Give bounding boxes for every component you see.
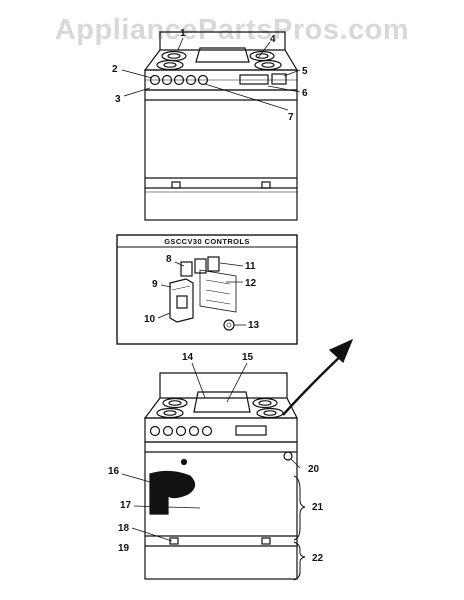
callout-20: 20	[308, 464, 320, 475]
control-knob	[175, 425, 187, 437]
arrow-head-icon	[328, 338, 354, 364]
callout-16: 16	[108, 466, 120, 477]
callout-18: 18	[118, 523, 130, 534]
control-knob	[201, 425, 213, 437]
callout-2: 2	[112, 64, 118, 75]
callout-7: 7	[288, 112, 294, 123]
control-knob	[149, 74, 161, 86]
burner-icon	[256, 407, 284, 419]
callout-5: 5	[302, 66, 308, 77]
control-knob	[162, 425, 174, 437]
callout-6: 6	[302, 88, 308, 99]
burner-icon	[252, 397, 278, 409]
callout-4: 4	[270, 34, 276, 45]
burner-icon	[261, 62, 275, 68]
control-knob	[161, 74, 173, 86]
callout-8: 8	[166, 254, 172, 265]
controls-panel-title: GSCCV30 CONTROLS	[164, 237, 250, 246]
burner-icon	[163, 410, 177, 416]
callout-12: 12	[245, 278, 257, 289]
controls-panel	[116, 234, 298, 345]
callout-10: 10	[144, 314, 156, 325]
burner-icon	[162, 397, 188, 409]
control-knob	[173, 74, 185, 86]
bottom-range	[121, 362, 306, 581]
burner-icon	[167, 53, 181, 59]
control-knob	[185, 74, 197, 86]
control-knob	[223, 319, 235, 331]
burner-icon	[156, 407, 184, 419]
control-knob	[149, 425, 161, 437]
callout-15: 15	[242, 352, 254, 363]
callout-17: 17	[120, 500, 132, 511]
watermark: AppliancePartsPros.com	[54, 14, 410, 46]
burner-icon	[255, 53, 269, 59]
callout-14: 14	[182, 352, 194, 363]
burner-icon	[254, 59, 282, 71]
exploded-view-arrow	[282, 351, 346, 416]
callout-19: 19	[118, 543, 130, 554]
burner-icon	[156, 59, 184, 71]
burner-icon	[168, 400, 182, 406]
callout-21: 21	[312, 502, 324, 513]
callout-13: 13	[248, 320, 260, 331]
callout-1: 1	[180, 28, 186, 39]
burner-icon	[163, 62, 177, 68]
control-knob	[197, 74, 209, 86]
callout-22: 22	[312, 553, 324, 564]
callout-3: 3	[115, 94, 121, 105]
callout-11: 11	[245, 261, 256, 272]
top-range	[121, 31, 301, 221]
callout-9: 9	[152, 279, 158, 290]
burner-icon	[161, 50, 187, 62]
burner-icon	[263, 410, 277, 416]
burner-icon	[258, 400, 272, 406]
control-knob	[188, 425, 200, 437]
